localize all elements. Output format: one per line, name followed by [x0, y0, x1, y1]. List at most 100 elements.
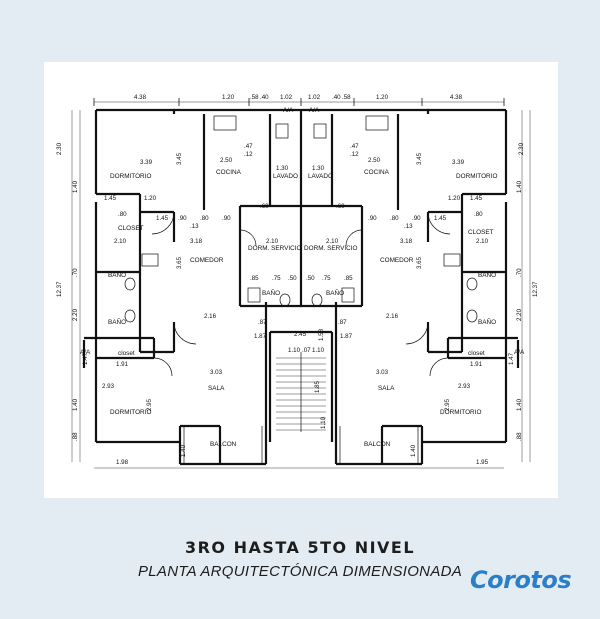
room-aa-left: A/A: [283, 107, 294, 114]
dim-label: .60: [260, 203, 269, 210]
dim-label: 2.95: [444, 398, 451, 411]
dim-label: .80: [390, 215, 399, 222]
dim-label: 2.10: [326, 238, 339, 245]
dim-label: .70: [516, 268, 523, 277]
dim-label: 2.95: [146, 398, 153, 411]
dim-label: .40: [332, 94, 341, 101]
dim-label: .87: [258, 319, 267, 326]
dim-label: .90: [368, 215, 377, 222]
dim-label: 12.37: [532, 281, 539, 297]
dim-label: 2.93: [458, 383, 471, 390]
dim-label: 2.50: [220, 157, 233, 164]
dim-label: 2.30: [518, 142, 525, 155]
dim-label: 1.47: [508, 352, 515, 365]
brand-logo[interactable]: Corotos: [470, 566, 572, 594]
dim-label: 1.40: [72, 180, 79, 193]
dim-label: 3.65: [416, 256, 423, 269]
room-closet-left: CLOSET: [118, 225, 144, 232]
dim-label: .50: [306, 275, 315, 282]
dim-label: 2.45: [294, 331, 307, 338]
dim-label: 1.30: [312, 165, 325, 172]
room-comedor-left: COMEDOR: [190, 257, 224, 264]
dim-label: 1.10: [288, 347, 301, 354]
dim-label: .85: [344, 275, 353, 282]
dim-label: 1.40: [516, 180, 523, 193]
dim-label: .88: [516, 432, 523, 441]
dim-label: .60: [336, 203, 345, 210]
dim-label: .12: [244, 151, 253, 158]
dim-label: 1.20: [222, 94, 235, 101]
walls-left-unit: [82, 108, 301, 466]
dim-label: 1.02: [280, 94, 293, 101]
floor-plan-drawing: DORMITORIO DORMITORIO COCINA COCINA LAVA…: [56, 94, 539, 469]
dim-label: .07: [302, 347, 311, 354]
dim-label: .40: [260, 94, 269, 101]
room-cocina-right: COCINA: [364, 169, 390, 176]
fixtures: [124, 115, 478, 323]
dim-label: 3.39: [452, 159, 465, 166]
room-cocina-left: COCINA: [216, 169, 242, 176]
dim-label: 1.40: [72, 398, 79, 411]
dim-label: 2.50: [368, 157, 381, 164]
dim-label: 1.98: [116, 459, 129, 466]
dim-label: 1.58: [318, 328, 325, 341]
room-balcon-right: BALCON: [364, 441, 391, 448]
dim-label: 1.91: [116, 361, 129, 368]
dim-label: 1.10: [312, 347, 325, 354]
room-bano-right-1: BAÑO: [478, 270, 496, 279]
room-lavado-left: LAVADO: [273, 173, 298, 180]
dim-label: .80: [118, 211, 127, 218]
dim-label: 1.40: [516, 398, 523, 411]
dim-label: 1.95: [476, 459, 489, 466]
page-title: 3RO HASTA 5TO NIVEL: [184, 538, 416, 557]
room-sala-left: SALA: [208, 385, 225, 392]
dim-label: 2.16: [386, 313, 399, 320]
dim-label: .50: [288, 275, 297, 282]
dim-label: 2.10: [476, 238, 489, 245]
dim-label: .90: [178, 215, 187, 222]
dim-label: 3.45: [416, 152, 423, 165]
dim-label: .13: [190, 223, 199, 230]
room-bano-left-1: BAÑO: [108, 270, 126, 279]
dim-label: 2.30: [56, 142, 63, 155]
dim-label: 3.39: [140, 159, 153, 166]
dim-label: 2.16: [204, 313, 217, 320]
dim-label: 1.10: [320, 416, 327, 429]
dim-label: 3.65: [176, 256, 183, 269]
stair: [276, 357, 326, 431]
dim-label: 1.02: [308, 94, 321, 101]
room-bano-right-2: BAÑO: [478, 317, 496, 326]
dim-label: .70: [72, 268, 79, 277]
dim-label: .13: [404, 223, 413, 230]
dim-label: 2.20: [516, 308, 523, 321]
dim-label: 4.38: [134, 94, 147, 101]
door-swings: [151, 211, 451, 377]
dimension-labels: 4.38 4.38 1.20 1.20 .58 .40 1.02 1.02 .4…: [56, 94, 539, 466]
dim-label: .80: [474, 211, 483, 218]
dim-label: 1.87: [340, 333, 353, 340]
central-core: [268, 110, 334, 442]
dim-label: 2.10: [114, 238, 127, 245]
dim-label: 1.91: [470, 361, 483, 368]
room-bano-left-2: BAÑO: [108, 317, 126, 326]
dimension-lines: [71, 98, 531, 469]
dim-label: 1.47: [82, 352, 89, 365]
floor-plan-image: DORMITORIO DORMITORIO COCINA COCINA LAVA…: [44, 62, 558, 498]
room-dorm-servicio-left: DORM. SERVICIO: [248, 245, 302, 252]
dim-label: 1.85: [314, 380, 321, 393]
dim-label: .47: [244, 143, 253, 150]
dim-label: .80: [200, 215, 209, 222]
dim-label: .47: [350, 143, 359, 150]
dim-label: 1.20: [448, 195, 461, 202]
dim-label: 3.18: [400, 238, 413, 245]
dim-label: 1.20: [144, 195, 157, 202]
dim-label: .90: [222, 215, 231, 222]
dim-label: 1.40: [180, 444, 187, 457]
dim-label: 1.87: [254, 333, 267, 340]
dim-label: 1.20: [376, 94, 389, 101]
room-dormitorio-left-bottom: DORMITORIO: [110, 409, 151, 416]
room-comedor-right: COMEDOR: [380, 257, 414, 264]
room-labels: DORMITORIO DORMITORIO COCINA COCINA LAVA…: [80, 107, 525, 448]
dim-label: .90: [412, 215, 421, 222]
dim-label: 3.18: [190, 238, 203, 245]
